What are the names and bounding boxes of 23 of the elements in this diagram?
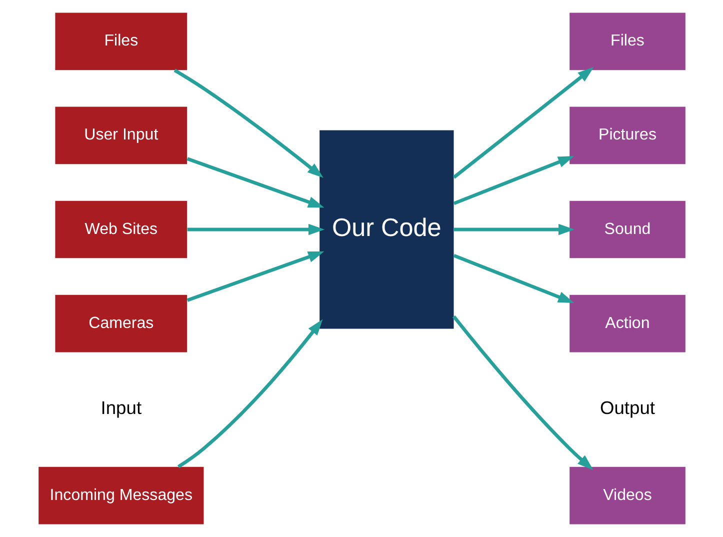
label: Output — [599, 396, 655, 418]
node-box: Files — [54, 12, 187, 70]
node-box: Incoming Messages — [38, 466, 204, 524]
node-box: Web Sites — [54, 200, 187, 258]
arrow — [452, 156, 574, 206]
node-box: Cameras — [54, 294, 187, 352]
arrow — [173, 68, 323, 178]
arrow — [452, 67, 594, 179]
label: Input — [100, 396, 142, 418]
node-box: Pictures — [569, 106, 685, 164]
arrow — [186, 157, 324, 208]
node-box: Sound — [569, 200, 685, 258]
node-box: Action — [569, 294, 685, 352]
node-box: Our Code — [319, 130, 454, 329]
node-box: Videos — [569, 466, 685, 524]
arrow — [452, 315, 593, 470]
arrow — [453, 224, 574, 236]
arrow — [186, 251, 324, 302]
arrow — [452, 254, 574, 304]
node-box: User Input — [54, 106, 187, 164]
arrow — [186, 224, 324, 236]
arrow — [176, 319, 322, 468]
node-box: Files — [569, 12, 685, 70]
